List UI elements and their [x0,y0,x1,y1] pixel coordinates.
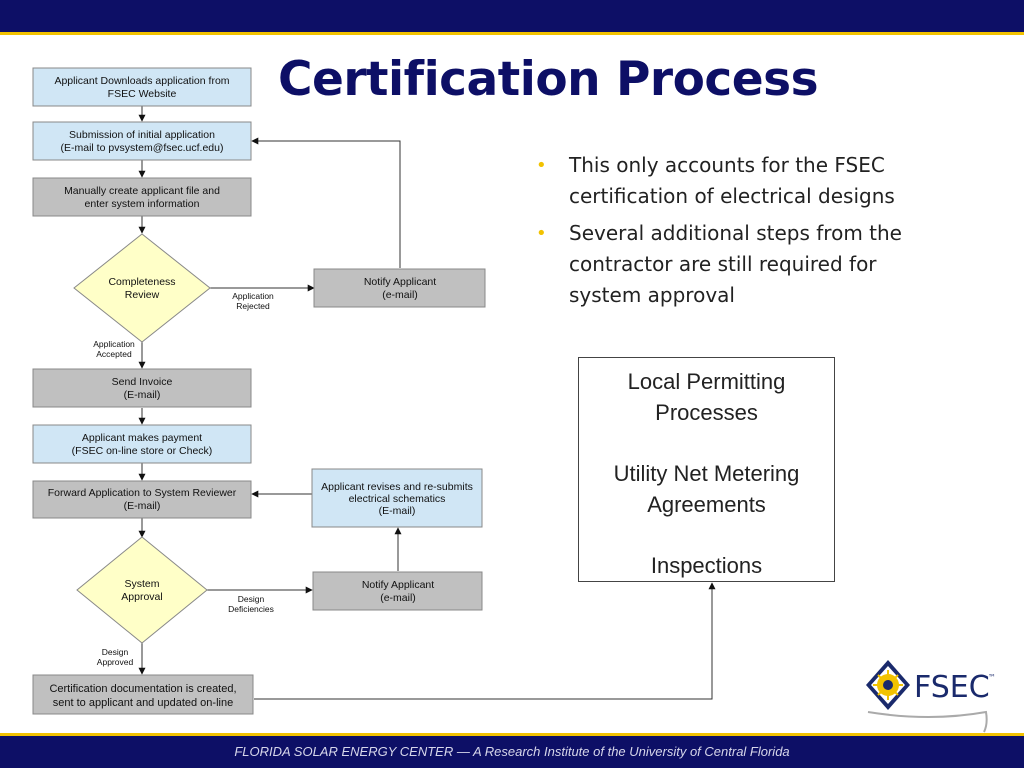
local-permitting-text: Local Permitting Processes [627,369,786,425]
top-banner [0,0,1024,32]
svg-text:Submission of initial applicat: Submission of initial application [69,129,215,141]
box-payment: Applicant makes payment (FSEC on-line st… [32,424,252,464]
svg-text:Applicant Downloads applicatio: Applicant Downloads application from [54,75,229,87]
box-create-file: Manually create applicant file and enter… [32,177,252,217]
svg-text:Deficiencies: Deficiencies [228,604,274,614]
svg-text:Design: Design [238,594,265,604]
page-title: Certification Process [278,52,819,107]
label-accepted: Application Accepted [93,339,135,359]
sun-diamond-icon [866,660,910,710]
svg-text:Applicant makes payment: Applicant makes payment [82,432,202,444]
bottom-banner [0,736,1024,768]
net-metering-text: Utility Net Metering Agreements [613,461,800,517]
svg-text:(e-mail): (e-mail) [382,289,418,301]
svg-text:sent to applicant and updated: sent to applicant and updated on-line [53,697,233,709]
svg-text:FSEC Website: FSEC Website [108,88,177,100]
svg-text:Notify Applicant: Notify Applicant [364,276,436,288]
diamond-system-approval: System Approval [76,536,208,644]
logo-wordmark: FSEC [914,670,990,705]
bullet-list: • This only accounts for the FSEC certif… [536,150,936,317]
inspections-text: Inspections [650,553,763,578]
logo-swoosh [867,710,988,733]
svg-text:Notify Applicant: Notify Applicant [362,579,434,591]
additional-steps-box: Local Permitting Processes Utility Net M… [578,357,835,582]
svg-text:enter system information: enter system information [85,198,200,210]
svg-text:Forward Application to System: Forward Application to System Reviewer [48,487,237,499]
box-certification-doc: Certification documentation is created, … [32,674,254,715]
svg-text:Design: Design [102,647,129,657]
svg-text:Certification documentation is: Certification documentation is created, [49,683,236,695]
box-submission: Submission of initial application (E-mai… [32,121,252,161]
top-divider [0,32,1024,35]
arrow-notify-to-submission [251,137,401,268]
svg-text:Application: Application [93,339,135,349]
bottom-divider [0,733,1024,736]
flow-connectors [138,106,716,700]
svg-text:System: System [124,578,159,590]
svg-text:(E-mail to pvsystem@fsec.ucf.e: (E-mail to pvsystem@fsec.ucf.edu) [61,142,224,154]
logo-trademark: ™ [988,673,996,682]
box-invoice: Send Invoice (E-mail) [32,368,252,408]
svg-text:Approval: Approval [121,591,162,603]
svg-text:Manually create applicant file: Manually create applicant file and [64,185,220,197]
box-download: Applicant Downloads application from FSE… [32,67,252,107]
box-notify-deficiencies: Notify Applicant (e-mail) [312,571,483,611]
bullet-text: This only accounts for the FSEC certific… [569,153,895,208]
svg-text:Review: Review [125,289,160,301]
bullet-dot-icon: • [536,223,547,244]
svg-text:(E-mail): (E-mail) [379,505,416,517]
label-approved: Design Approved [97,647,134,667]
bullet-text: Several additional steps from the contra… [569,221,902,307]
bullet-dot-icon: • [536,155,547,176]
label-deficiencies: Design Deficiencies [228,594,274,614]
svg-text:Application: Application [232,291,274,301]
svg-text:(E-mail): (E-mail) [124,500,161,512]
svg-text:electrical schematics: electrical schematics [349,493,446,505]
bullet-item: • Several additional steps from the cont… [536,218,936,311]
svg-text:Applicant revises and re-submi: Applicant revises and re-submits [321,481,473,493]
footer-text: FLORIDA SOLAR ENERGY CENTER — A Research… [234,744,790,759]
bullet-item: • This only accounts for the FSEC certif… [536,150,936,212]
diamond-completeness: Completeness Review [73,233,211,343]
svg-text:Completeness: Completeness [108,276,175,288]
svg-text:Rejected: Rejected [236,301,270,311]
box-forward: Forward Application to System Reviewer (… [32,480,252,519]
label-rejected: Application Rejected [232,291,274,311]
svg-text:(e-mail): (e-mail) [380,592,416,604]
box-revises: Applicant revises and re-submits electri… [311,468,483,528]
box-notify-rejected: Notify Applicant (e-mail) [313,268,486,308]
svg-text:Accepted: Accepted [96,349,132,359]
svg-text:(E-mail): (E-mail) [124,389,161,401]
svg-text:Send Invoice: Send Invoice [112,376,173,388]
svg-text:(FSEC on-line store or Check): (FSEC on-line store or Check) [72,445,213,457]
fsec-logo: FSEC ™ [866,660,996,733]
svg-text:Approved: Approved [97,657,134,667]
arrow-cert-to-local-processes [254,582,716,700]
